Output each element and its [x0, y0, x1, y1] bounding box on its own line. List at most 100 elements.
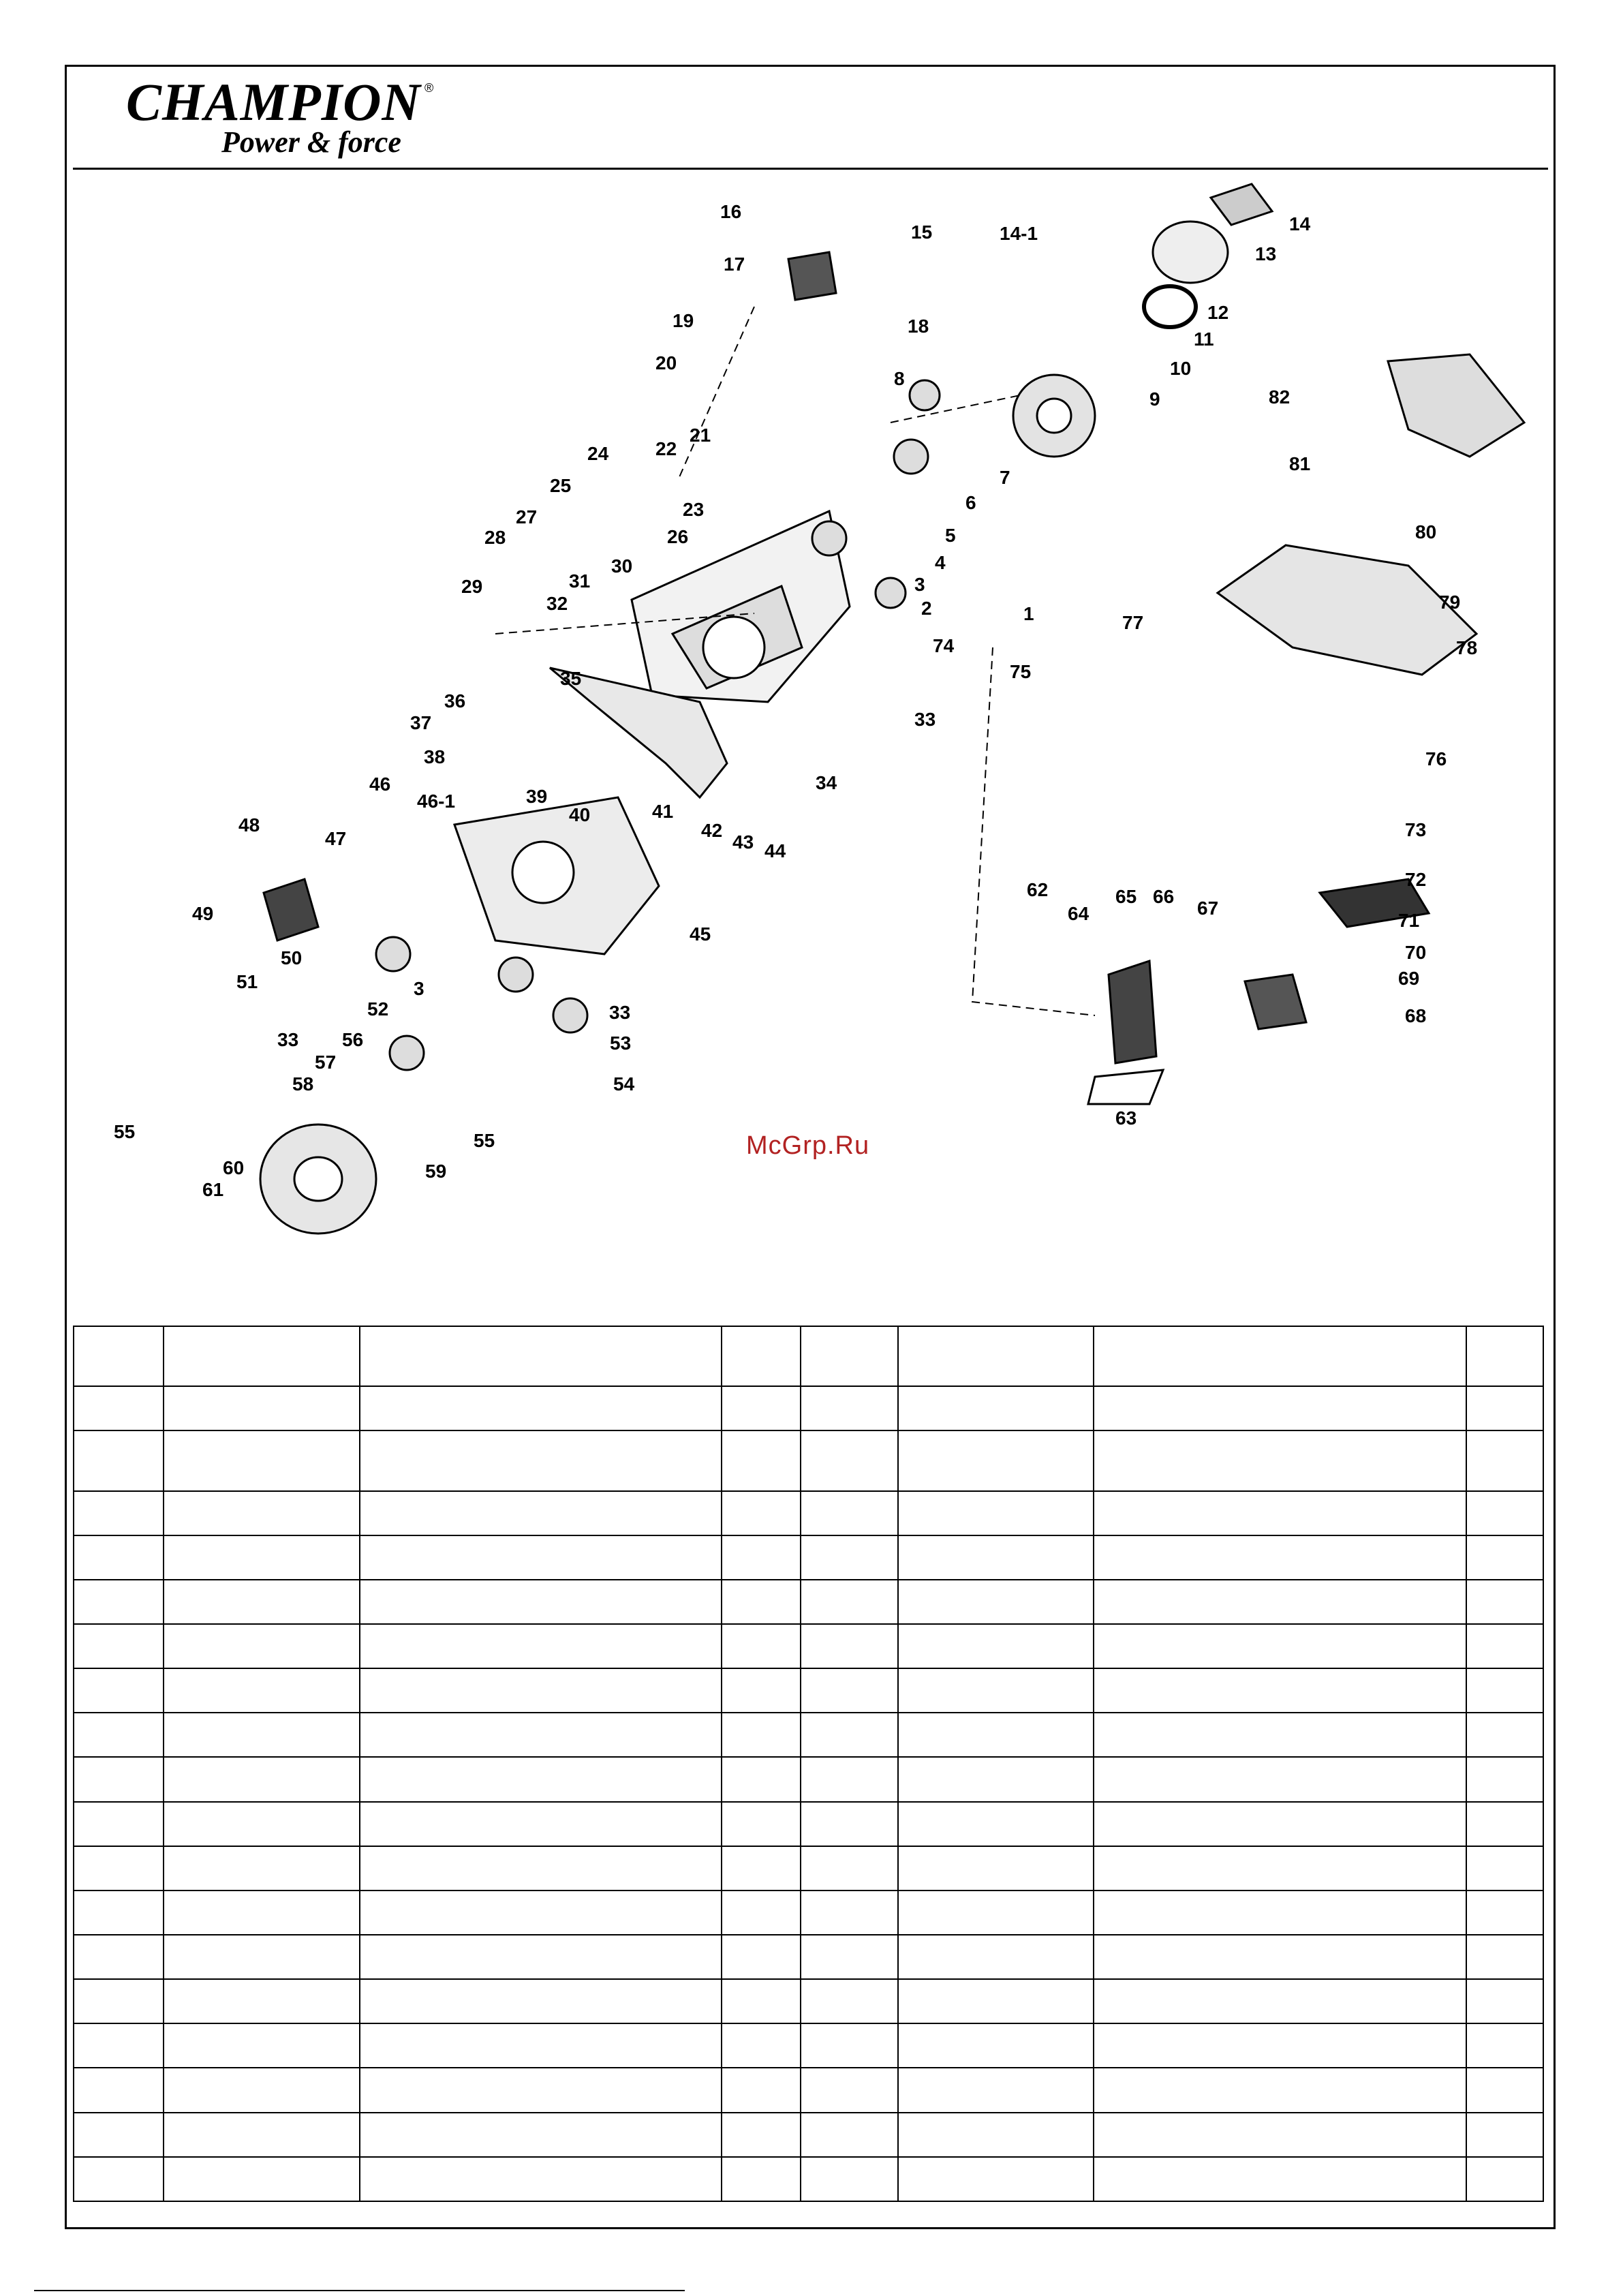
footer-divider [34, 2290, 685, 2291]
callout-49: 49 [192, 903, 213, 924]
callout-68: 68 [1405, 1005, 1426, 1026]
callout-44: 44 [764, 840, 786, 861]
callout-57: 57 [315, 1052, 336, 1073]
table-row [73, 1801, 1544, 1847]
table-row [73, 1712, 1544, 1758]
logo-tagline: Power & force [221, 125, 401, 159]
callout-35: 35 [560, 668, 581, 689]
callout-69: 69 [1398, 968, 1419, 989]
callout-43: 43 [732, 831, 754, 853]
callout-37: 37 [410, 712, 431, 733]
callout-33a: 33 [914, 709, 936, 730]
callout-42: 42 [701, 820, 722, 841]
table-row [73, 1845, 1544, 1891]
logo-registered-mark: ® [424, 81, 434, 95]
diagram-svg: 1 2 3 3 4 5 6 7 8 9 10 11 12 13 14 14-1 … [114, 183, 1526, 1235]
callout-2: 2 [921, 598, 932, 619]
part-drawings [259, 183, 1526, 1235]
callout-47: 47 [325, 828, 346, 849]
table-row [73, 2023, 1544, 2069]
callout-29: 29 [461, 576, 482, 597]
callout-75: 75 [1010, 661, 1031, 682]
parts-table [73, 1325, 1544, 2203]
table-row [73, 1623, 1544, 1670]
callout-40: 40 [569, 804, 590, 825]
table-header-row [73, 1325, 1544, 1388]
callout-51: 51 [236, 971, 258, 992]
callout-3: 3 [914, 574, 925, 595]
callout-21: 21 [690, 425, 711, 446]
callout-56: 56 [342, 1029, 363, 1050]
callout-1: 1 [1023, 603, 1034, 624]
page-frame [65, 65, 1556, 2229]
callout-7: 7 [1000, 467, 1010, 488]
callout-55b: 55 [474, 1130, 495, 1151]
callout-48: 48 [238, 814, 260, 836]
callout-3b: 3 [414, 978, 424, 999]
table-row [73, 1534, 1544, 1580]
callout-55a: 55 [114, 1121, 135, 1142]
callout-52: 52 [367, 998, 388, 1020]
callout-22: 22 [655, 438, 677, 459]
table-row [73, 1430, 1544, 1492]
table-row [73, 1934, 1544, 1980]
table-row [73, 1578, 1544, 1625]
callout-63: 63 [1115, 1107, 1137, 1129]
callout-13: 13 [1255, 243, 1276, 264]
champion-logo: CHAMPION ® Power & force [126, 72, 439, 160]
callout-11: 11 [1194, 328, 1214, 350]
callout-62: 62 [1027, 879, 1048, 900]
callout-70: 70 [1405, 942, 1426, 963]
callout-4: 4 [935, 552, 946, 573]
callout-74: 74 [933, 635, 955, 656]
table-row [73, 1668, 1544, 1714]
watermark-text: McGrp.Ru [746, 1131, 870, 1160]
callout-17: 17 [724, 254, 745, 275]
callout-36: 36 [444, 690, 465, 711]
callout-72: 72 [1405, 869, 1426, 890]
logo-brand: CHAMPION [126, 72, 421, 132]
callout-6: 6 [965, 492, 976, 513]
callout-76: 76 [1425, 748, 1447, 769]
table-row [73, 2156, 1544, 2203]
table-row [73, 1386, 1544, 1432]
callout-45: 45 [690, 923, 711, 945]
callout-73: 73 [1405, 819, 1426, 840]
callout-78: 78 [1456, 637, 1477, 658]
callout-65: 65 [1115, 886, 1137, 907]
callout-9: 9 [1149, 388, 1160, 410]
callout-32: 32 [546, 593, 568, 614]
callout-10: 10 [1170, 358, 1191, 379]
callout-23: 23 [683, 499, 704, 520]
table-row [73, 1978, 1544, 2025]
callout-24: 24 [587, 443, 609, 464]
callout-67: 67 [1197, 898, 1218, 919]
callout-80: 80 [1415, 521, 1436, 542]
callout-33b: 33 [609, 1002, 630, 1023]
callout-27: 27 [516, 506, 537, 527]
callout-71: 71 [1398, 910, 1419, 931]
callout-38: 38 [424, 746, 445, 767]
callout-39: 39 [526, 786, 547, 807]
callout-59: 59 [425, 1161, 446, 1182]
parts-table-body [73, 1325, 1544, 2203]
callout-15: 15 [911, 221, 932, 243]
callout-34: 34 [816, 772, 837, 793]
callout-28: 28 [484, 527, 506, 548]
table-row [73, 1889, 1544, 1936]
callout-66: 66 [1153, 886, 1174, 907]
table-row [73, 2111, 1544, 2158]
callout-64: 64 [1068, 903, 1089, 924]
callout-58: 58 [292, 1073, 313, 1095]
callout-77: 77 [1122, 612, 1143, 633]
callout-61: 61 [202, 1179, 223, 1200]
table-row [73, 1756, 1544, 1803]
callout-19: 19 [673, 310, 694, 331]
callout-81: 81 [1289, 453, 1310, 474]
header-divider [73, 168, 1548, 170]
table-row [73, 2067, 1544, 2113]
callout-14: 14 [1289, 213, 1311, 234]
callout-12: 12 [1207, 302, 1228, 323]
callout-16: 16 [720, 201, 741, 222]
callout-30: 30 [611, 555, 632, 577]
